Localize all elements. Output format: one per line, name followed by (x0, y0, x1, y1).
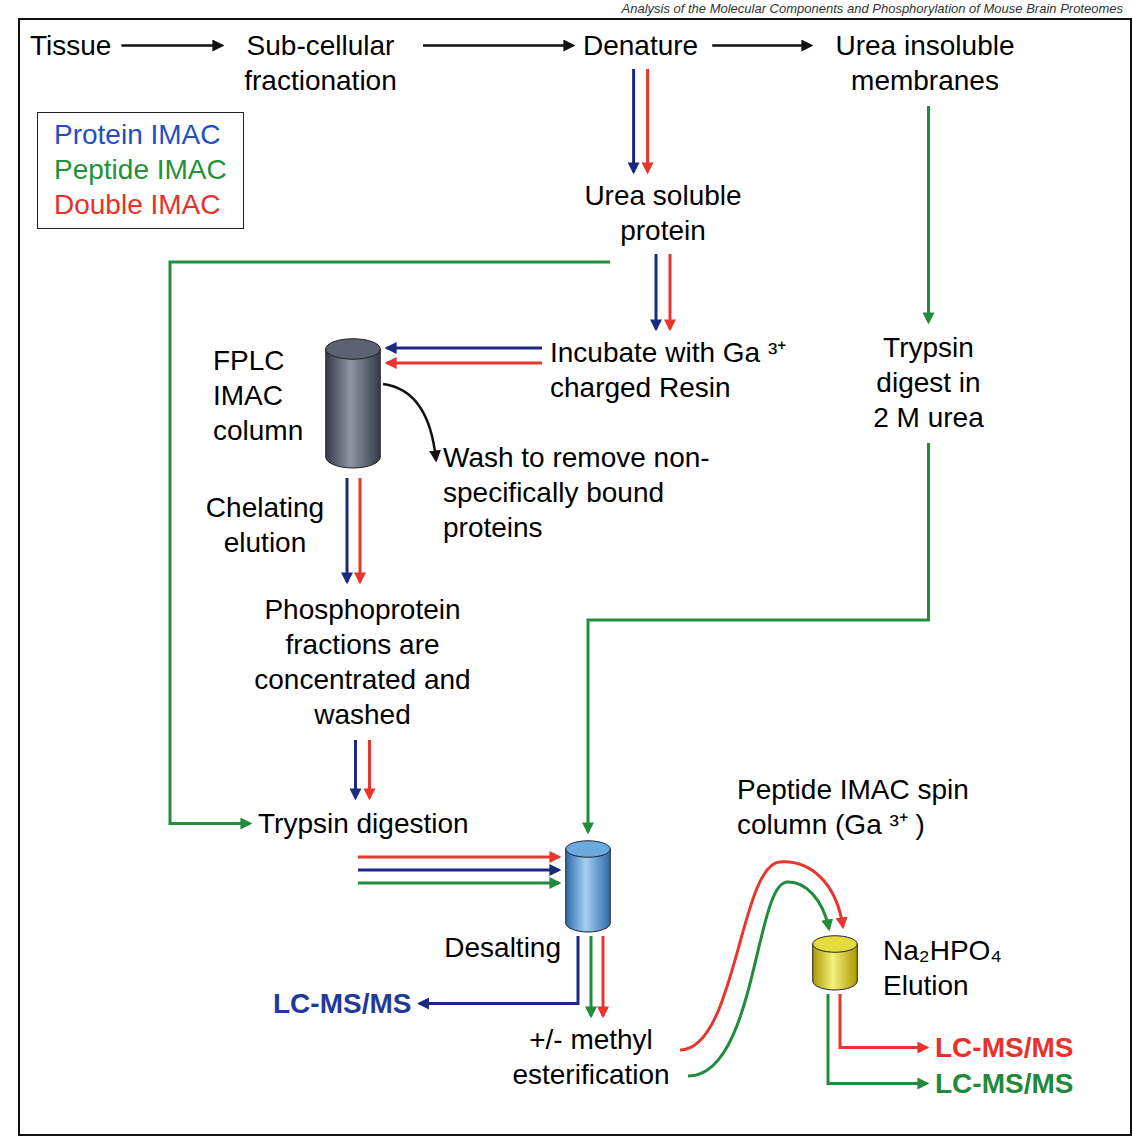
legend-label: Protein IMAC (54, 119, 221, 150)
column-icon (325, 338, 381, 468)
column-label: Na₂HPO₄ Elution (883, 933, 1023, 1003)
column-label: Desalting (431, 930, 561, 965)
step-label: LC-MS/MS (273, 986, 411, 1021)
flow-arrow (646, 69, 649, 172)
column-body (566, 849, 611, 932)
flow-arrow (387, 362, 542, 365)
column-node: Peptide IMAC spin column (Ga ³⁺ )Na₂HPO₄… (812, 935, 858, 990)
process-step: Urea soluble protein (573, 178, 753, 248)
legend-swatch: Double IMAC (54, 187, 227, 222)
process-step: LC-MS/MS (935, 1030, 1073, 1065)
flow-arrow (828, 994, 927, 1084)
flow-arrow (354, 740, 357, 798)
flow-arrow (602, 936, 605, 1016)
flow-arrow (590, 936, 593, 1016)
process-step: Tissue (30, 28, 111, 63)
process-step: Trypsin digest in 2 M urea (871, 330, 986, 435)
step-label: LC-MS/MS (935, 1030, 1073, 1065)
step-label: Tissue (30, 28, 111, 63)
legend-box: Protein IMAC Peptide IMAC Double IMAC (37, 112, 244, 229)
step-label: +/- methyl esterification (496, 1022, 686, 1092)
flow-arrow (346, 478, 349, 582)
running-header: Analysis of the Molecular Components and… (622, 0, 1124, 17)
flow-arrow (840, 994, 927, 1048)
flow-arrow (358, 869, 559, 872)
step-label: Denature (583, 28, 698, 63)
flow-arrow (387, 347, 542, 350)
process-step: Wash to remove non-specifically bound pr… (443, 440, 743, 545)
flow-arrow (632, 69, 635, 172)
process-step: Trypsin digestion (258, 806, 469, 841)
step-note: Chelating elution (200, 490, 330, 560)
column-icon (565, 840, 611, 932)
process-step: Phosphoprotein fractions are concentrate… (240, 592, 485, 732)
process-step: Urea insoluble membranes (815, 28, 1035, 98)
legend-swatch: Peptide IMAC (54, 152, 227, 187)
column-top (813, 936, 858, 953)
legend-label: Peptide IMAC (54, 154, 227, 185)
flow-arrow (121, 44, 222, 47)
process-step: Incubate with Ga ³⁺ charged Resin (550, 335, 840, 405)
column-label: FPLC IMAC column (213, 343, 313, 448)
column-icon (812, 935, 858, 990)
column-node: Desalting (565, 840, 611, 932)
step-label: Phosphoprotein fractions are concentrate… (240, 592, 485, 732)
step-label: LC-MS/MS (935, 1066, 1073, 1101)
flow-arrow (688, 882, 829, 1076)
legend-swatch: Protein IMAC (54, 117, 227, 152)
process-step: LC-MS/MS (273, 986, 411, 1021)
flow-arrow (423, 44, 573, 47)
column-body (326, 349, 381, 468)
column-top (326, 339, 381, 360)
step-label: Urea soluble protein (573, 178, 753, 248)
flow-arrow (358, 882, 559, 885)
flow-arrow (655, 254, 658, 329)
step-label: Sub-cellular fractionation (228, 28, 413, 98)
flow-arrow (368, 740, 371, 798)
step-label: Trypsin digestion (258, 806, 469, 841)
process-step: +/- methyl esterification (496, 1022, 686, 1092)
flow-arrow (927, 106, 930, 322)
column-node: FPLC IMAC column (325, 338, 381, 468)
process-step: Denature (583, 28, 698, 63)
step-label: Wash to remove non-specifically bound pr… (443, 440, 743, 545)
flow-arrow (712, 44, 811, 47)
column-top (566, 841, 611, 858)
process-step: LC-MS/MS (935, 1066, 1073, 1101)
step-label: Urea insoluble membranes (815, 28, 1035, 98)
process-step: Sub-cellular fractionation (228, 28, 413, 98)
step-label: Trypsin digest in 2 M urea (871, 330, 986, 435)
flow-arrow (383, 384, 436, 460)
step-label: Incubate with Ga ³⁺ charged Resin (550, 335, 840, 405)
column-label: Peptide IMAC spin column (Ga ³⁺ ) (737, 772, 1007, 842)
flow-arrow (170, 262, 610, 824)
flow-arrow (359, 478, 362, 582)
flow-arrow (669, 254, 672, 329)
flow-arrow (358, 856, 559, 859)
legend-label: Double IMAC (54, 189, 221, 220)
